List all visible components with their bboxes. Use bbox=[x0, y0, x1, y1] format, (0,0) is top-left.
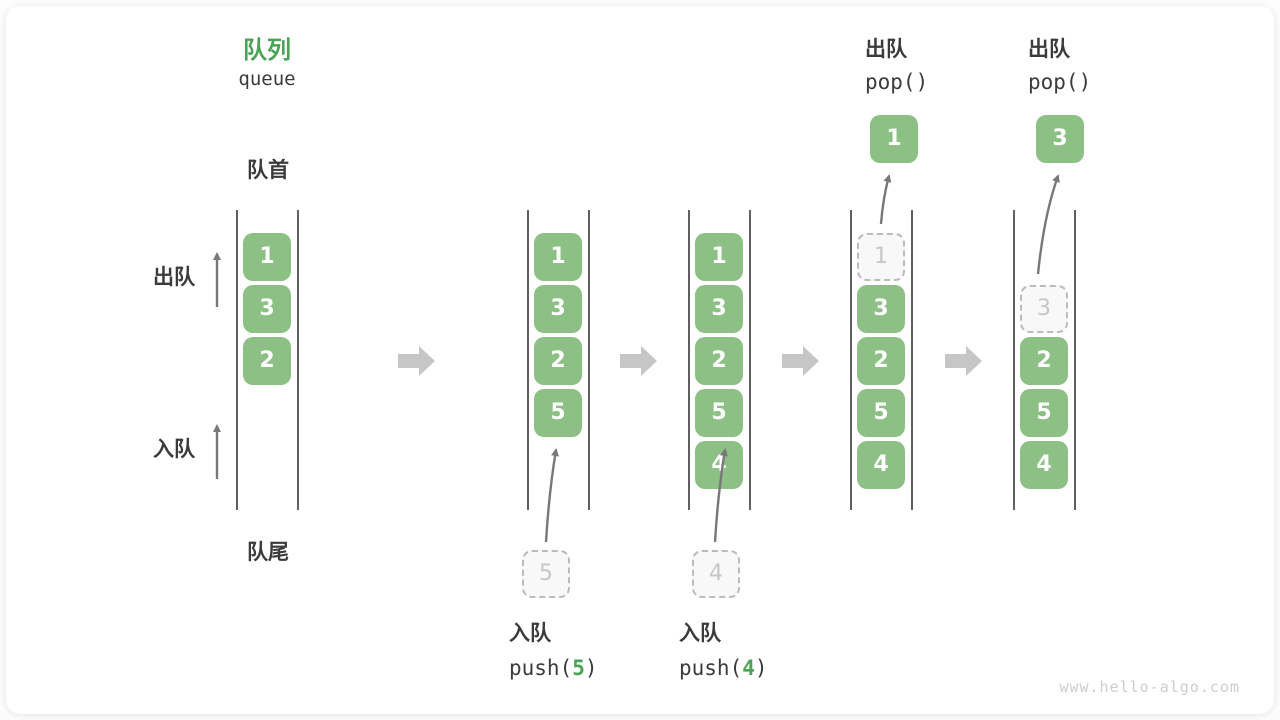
queue-wall-line bbox=[588, 210, 590, 510]
pending-element: 4 bbox=[692, 550, 740, 598]
pending-element: 5 bbox=[522, 550, 570, 598]
queue-element: 5 bbox=[534, 389, 582, 437]
dequeue-op-label: 出队 bbox=[1028, 38, 1070, 61]
dequeue-label: 出队 bbox=[153, 266, 195, 289]
queue-element: 1 bbox=[534, 233, 582, 281]
queue-wall-line bbox=[749, 210, 751, 510]
diagram-card bbox=[6, 6, 1274, 714]
queue-rear-label: 队尾 bbox=[247, 541, 289, 564]
queue-element: 4 bbox=[695, 441, 743, 489]
queue-wall-line bbox=[850, 210, 852, 510]
queue-wall-line bbox=[1074, 210, 1076, 510]
queue-element: 3 bbox=[534, 285, 582, 333]
page-title: 队列 bbox=[243, 37, 291, 64]
queue-wall-line bbox=[1013, 210, 1015, 510]
queue-element: 2 bbox=[857, 337, 905, 385]
queue-element: 5 bbox=[695, 389, 743, 437]
queue-wall-line bbox=[911, 210, 913, 510]
push-5-code: push(5) bbox=[509, 656, 598, 680]
queue-element: 2 bbox=[243, 337, 291, 385]
queue-element: 3 bbox=[695, 285, 743, 333]
popped-element: 3 bbox=[1036, 115, 1084, 163]
queue-wall-line bbox=[527, 210, 529, 510]
queue-wall-line bbox=[236, 210, 238, 510]
push-4-code: push(4) bbox=[679, 656, 768, 680]
queue-element: 2 bbox=[1020, 337, 1068, 385]
queue-element: 1 bbox=[243, 233, 291, 281]
pop-code: pop() bbox=[865, 70, 929, 94]
queue-element: 4 bbox=[1020, 441, 1068, 489]
queue-element: 1 bbox=[695, 233, 743, 281]
queue-element: 2 bbox=[695, 337, 743, 385]
push-arg: 4 bbox=[742, 656, 755, 680]
enqueue-op-label: 入队 bbox=[509, 622, 551, 645]
queue-element: 5 bbox=[857, 389, 905, 437]
removed-element: 3 bbox=[1020, 285, 1068, 333]
push-arg: 5 bbox=[572, 656, 585, 680]
removed-element: 1 bbox=[857, 233, 905, 281]
pop-code: pop() bbox=[1028, 70, 1092, 94]
queue-wall-line bbox=[688, 210, 690, 510]
watermark: www.hello-algo.com bbox=[1059, 678, 1240, 696]
dequeue-op-label: 出队 bbox=[865, 38, 907, 61]
queue-front-label: 队首 bbox=[247, 159, 289, 182]
queue-element: 4 bbox=[857, 441, 905, 489]
queue-wall-line bbox=[297, 210, 299, 510]
queue-element: 3 bbox=[243, 285, 291, 333]
enqueue-op-label: 入队 bbox=[679, 622, 721, 645]
page-subtitle: queue bbox=[238, 68, 296, 90]
queue-element: 3 bbox=[857, 285, 905, 333]
queue-element: 2 bbox=[534, 337, 582, 385]
queue-element: 5 bbox=[1020, 389, 1068, 437]
popped-element: 1 bbox=[870, 115, 918, 163]
enqueue-label: 入队 bbox=[153, 438, 195, 461]
